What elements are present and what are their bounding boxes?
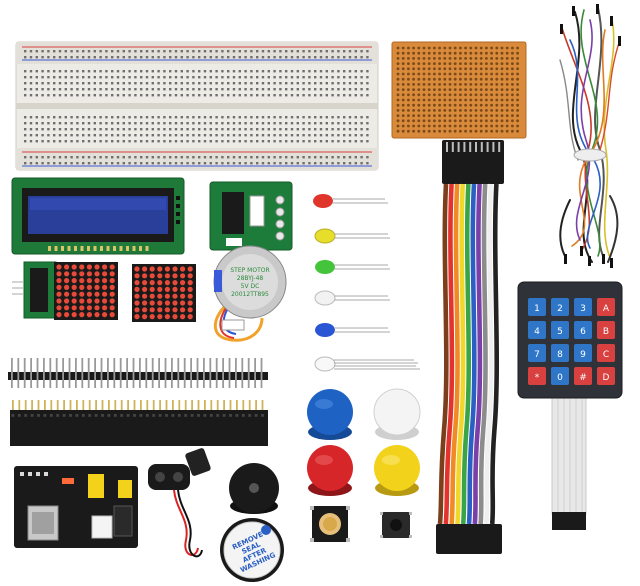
keypad-key <box>597 344 615 362</box>
keypad-keys: 1 2 3 A 4 5 6 B 7 8 9 C * 0 # D <box>528 298 615 385</box>
jumper-wire-bundle <box>559 4 621 268</box>
stepper-label-line-3: 5V DC <box>241 283 260 290</box>
led-green <box>315 260 390 274</box>
breadboard-power-supply-module <box>14 466 138 548</box>
keypad-key <box>551 298 569 316</box>
button-cap-white <box>373 388 421 440</box>
keypad-key-label: * <box>535 373 540 383</box>
dot-matrix-leds-1 <box>56 264 115 318</box>
breadboard <box>15 41 379 171</box>
keypad-key-label: C <box>603 350 609 360</box>
keypad-key <box>574 298 592 316</box>
stepper-label-line-4: 20012TT895 <box>231 291 269 298</box>
active-buzzer <box>229 463 279 514</box>
lcd-1602-module <box>11 177 185 255</box>
keypad-key-label: 9 <box>580 350 586 360</box>
dot-matrix-display <box>132 264 196 322</box>
keypad-key <box>528 367 546 385</box>
pcb-holes <box>396 46 519 133</box>
keypad-key-label: 5 <box>557 327 563 337</box>
button-cap-yellow <box>374 445 420 496</box>
led-rgb-clear <box>314 356 420 372</box>
keypad-key-label: 6 <box>580 327 586 337</box>
prototype-pcb <box>391 41 527 139</box>
keypad-key-label: 7 <box>534 350 540 360</box>
keypad-key-label: 4 <box>534 327 540 337</box>
button-cap-blue <box>307 389 353 440</box>
keypad-key-label: 2 <box>557 304 563 314</box>
tactile-switch-large <box>310 506 350 542</box>
led-red <box>313 194 388 208</box>
keypad-key <box>528 321 546 339</box>
female-pin-header-strip <box>10 400 268 446</box>
keypad-key-label: 1 <box>534 304 540 314</box>
keypad-key <box>551 344 569 362</box>
keypad-key <box>574 321 592 339</box>
dot-matrix-module-with-driver <box>12 261 118 320</box>
keypad-key <box>597 321 615 339</box>
stepper-label-line-1: STEP MOTOR <box>230 267 269 274</box>
passive-buzzer-sealed: REMOVE SEAL AFTER WASHING <box>220 518 284 582</box>
keypad-key <box>597 367 615 385</box>
keypad-key <box>597 298 615 316</box>
keypad-key <box>528 298 546 316</box>
led-blue <box>315 323 390 337</box>
keypad-key-label: 3 <box>580 304 586 314</box>
male-pin-header-strip <box>8 358 268 388</box>
membrane-keypad-4x4: 1 2 3 A 4 5 6 B 7 8 9 C * 0 # D <box>517 281 623 530</box>
led-yellow <box>314 228 390 244</box>
keypad-key <box>528 344 546 362</box>
stepper-motor: STEP MOTOR 28BYJ-48 5V DC 20012TT895 <box>213 245 287 342</box>
keypad-key-label: # <box>579 373 587 383</box>
led-white <box>314 290 390 306</box>
keypad-key-label: D <box>603 373 610 383</box>
tactile-switch-small <box>380 512 412 538</box>
lcd-header-pins <box>48 246 149 251</box>
keypad-key-label: A <box>603 304 610 314</box>
keypad-key-label: 8 <box>557 350 563 360</box>
dot-matrix-leds-2 <box>134 266 193 320</box>
button-cap-red <box>307 445 353 496</box>
rainbow-ribbon-cable <box>436 140 504 554</box>
keypad-key <box>574 367 592 385</box>
uln2003-driver-board <box>209 181 293 251</box>
stepper-label-line-2: 28BYJ-48 <box>237 275 264 282</box>
keypad-key <box>551 367 569 385</box>
keypad-key-label: B <box>603 327 609 337</box>
keypad-key-label: 0 <box>557 373 563 383</box>
keypad-key <box>551 321 569 339</box>
keypad-key <box>574 344 592 362</box>
breadboard-holes <box>24 50 369 165</box>
battery-clip-9v <box>148 448 211 558</box>
